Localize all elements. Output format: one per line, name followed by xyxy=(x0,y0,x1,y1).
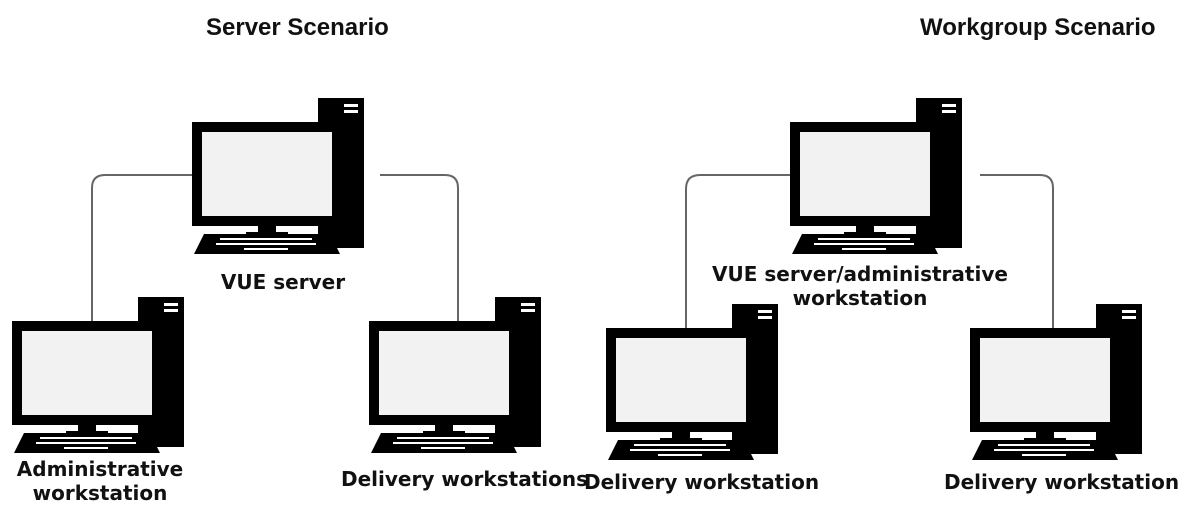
desktop-computer-icon xyxy=(790,98,962,254)
workgroup-scenario-title: Workgroup Scenario xyxy=(920,14,1156,41)
wire-workgroup-to-left xyxy=(685,174,795,330)
delivery-workstation-left-label: Delivery workstation xyxy=(584,470,820,494)
vue-server-computer xyxy=(190,98,380,258)
admin-label-line-1: Administrative xyxy=(16,457,184,481)
desktop-computer-icon xyxy=(192,98,364,254)
desktop-computer-icon xyxy=(12,297,184,453)
delivery-workstations-label: Delivery workstations xyxy=(341,467,588,491)
desktop-computer-icon xyxy=(369,297,541,453)
admin-workstation-computer xyxy=(10,297,200,457)
delivery-workstation-right-computer xyxy=(968,304,1158,464)
wire-server-to-admin xyxy=(91,174,195,330)
admin-workstation-label: Administrative workstation xyxy=(0,457,200,505)
wire-workgroup-to-right xyxy=(980,174,1054,330)
vue-server-label: VUE server xyxy=(220,270,346,294)
vue-server-admin-label: VUE server/administrative workstation xyxy=(700,262,1020,310)
admin-label-line-2: workstation xyxy=(32,481,168,505)
delivery-workstation-left-computer xyxy=(604,304,794,464)
server-scenario-title: Server Scenario xyxy=(206,14,389,41)
desktop-computer-icon xyxy=(970,304,1142,460)
wire-server-to-delivery xyxy=(380,174,459,330)
delivery-workstations-computer xyxy=(367,297,557,457)
workgroup-server-label-line-2: workstation xyxy=(792,286,928,310)
delivery-workstation-right-label: Delivery workstation xyxy=(944,470,1179,494)
desktop-computer-icon xyxy=(606,304,778,460)
vue-server-admin-computer xyxy=(788,98,978,258)
workgroup-server-label-line-1: VUE server/administrative xyxy=(712,262,1008,286)
